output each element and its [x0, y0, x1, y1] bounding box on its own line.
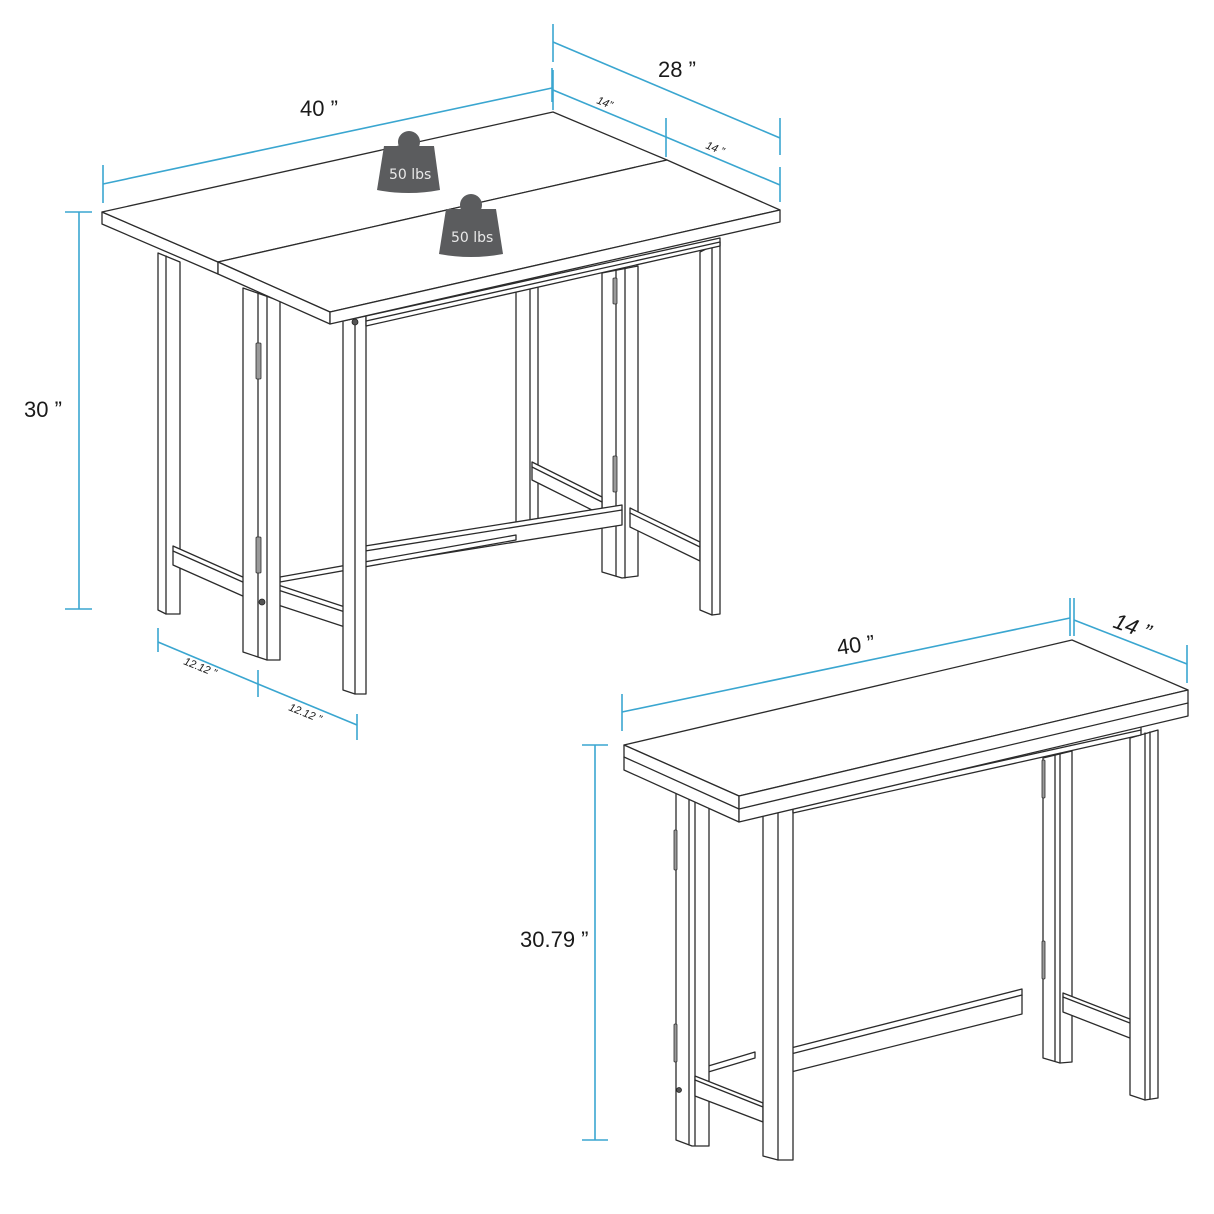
hinge-icon	[612, 277, 618, 305]
dimension-label-leaf-front: 14 ”	[704, 140, 727, 159]
hinge-icon	[255, 342, 262, 380]
dimension-label-depth: 14 ”	[1110, 608, 1156, 645]
hinge-icon	[1041, 759, 1046, 799]
dimension-label-height: 30.79 ”	[520, 927, 589, 952]
front-corner-leg	[342, 315, 367, 695]
back-middle-leg	[515, 285, 539, 525]
dimension-label-height: 30 ”	[24, 397, 62, 422]
dimension-height-expanded: 30 ”	[24, 211, 92, 610]
hinge-icon	[612, 455, 618, 493]
load-weight-2: 50 lbs	[439, 194, 503, 257]
dimension-label-leg-spacing-right: 12.12 ”	[287, 702, 324, 726]
back-right-leg	[699, 241, 721, 616]
right-gate-leg	[601, 265, 639, 579]
folded-right-side-stretcher	[1062, 992, 1136, 1041]
dimension-label-width: 40 ”	[835, 630, 876, 660]
hinge-icon	[1041, 940, 1046, 980]
weight-label: 50 lbs	[451, 230, 493, 246]
hinge-icon	[673, 1023, 678, 1063]
dimension-label-depth: 28 ”	[658, 57, 696, 82]
dimension-width-folded: 40 ”	[621, 598, 1071, 731]
dimension-width-expanded: 40 ”	[102, 68, 553, 203]
screw-icon	[676, 1087, 682, 1093]
folded-back-leg	[1041, 750, 1073, 1064]
screw-icon	[258, 598, 266, 606]
weight-label: 50 lbs	[389, 167, 431, 183]
load-weight-1: 50 lbs	[377, 131, 440, 193]
dimension-label-leaf-back: 14”	[595, 95, 615, 113]
hinge-icon	[673, 829, 678, 871]
left-side-stretcher	[172, 545, 246, 598]
folded-table-drawing	[623, 639, 1189, 1161]
front-apron	[365, 237, 721, 327]
dimension-height-folded: 30.79 ”	[520, 744, 608, 1141]
right-side-stretcher	[531, 461, 701, 562]
dimension-depth-expanded: 28 ”	[552, 24, 781, 155]
screw-icon	[351, 318, 359, 326]
folded-front-stretcher	[704, 988, 1023, 1075]
folded-front-leg	[762, 801, 794, 1161]
folded-right-corner-leg	[1129, 729, 1159, 1101]
gate-lower-stretcher	[274, 534, 517, 628]
folded-tabletop	[623, 639, 1189, 823]
hinge-icon	[255, 536, 262, 574]
dimension-label-width: 40 ”	[300, 96, 338, 121]
expanded-table-drawing	[101, 111, 781, 695]
left-gate-leg	[242, 287, 281, 661]
back-left-leg	[157, 252, 181, 615]
